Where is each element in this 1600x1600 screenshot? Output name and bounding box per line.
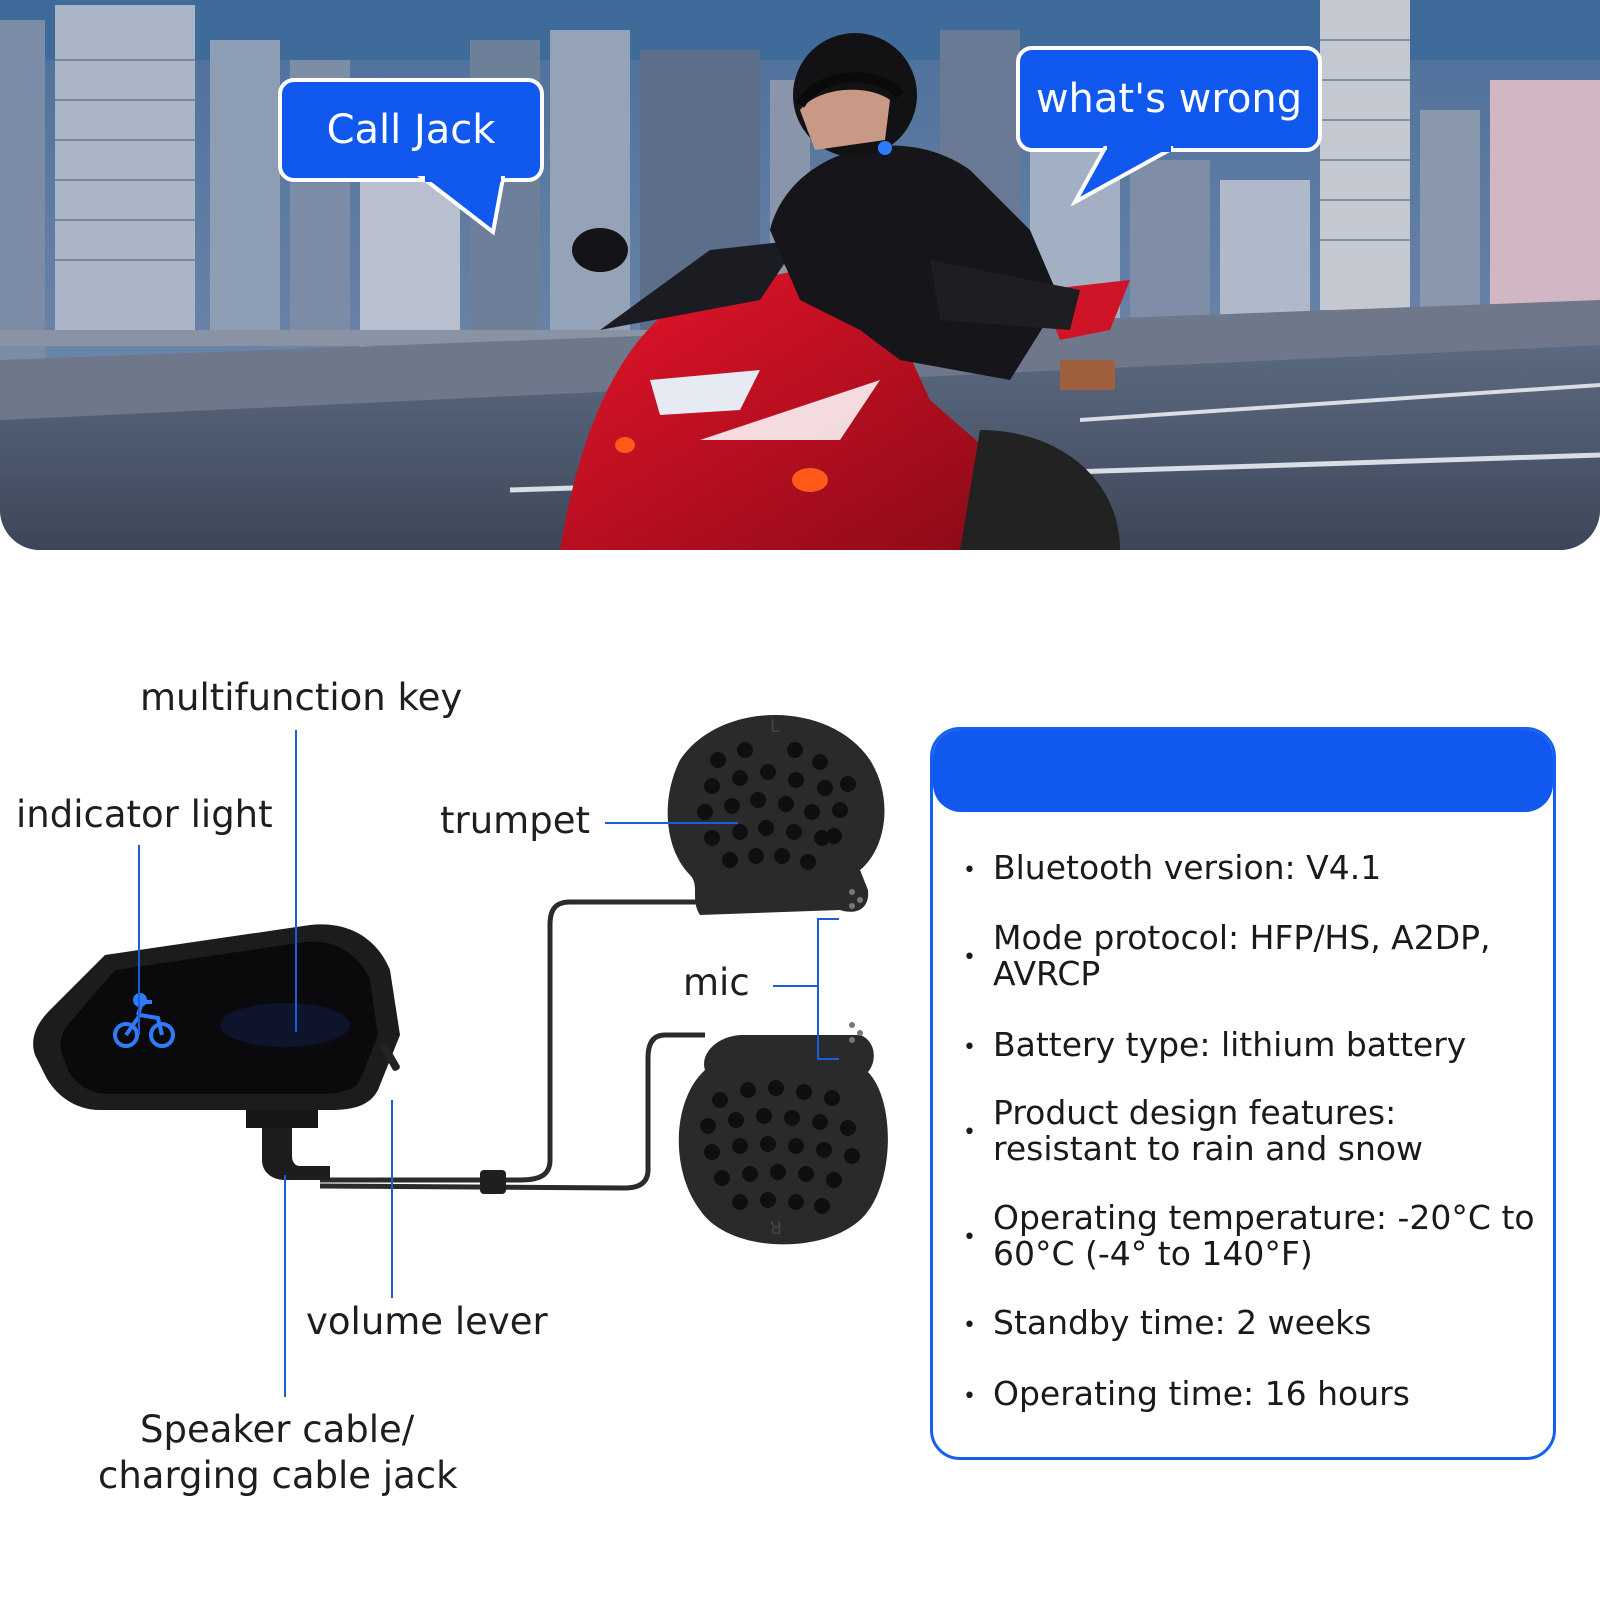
label-volume-lever: volume lever	[306, 1300, 548, 1343]
label-multifunction-key: multifunction key	[140, 676, 463, 719]
leader-mic-horizontal	[773, 985, 818, 987]
bullet-dot-icon: •	[963, 858, 976, 883]
label-indicator-light: indicator light	[16, 793, 273, 836]
leader-mic-vertical	[817, 918, 819, 1060]
spec-operating-temperature: Operating temperature: -20°C to 60°C (-4…	[993, 1198, 1535, 1273]
leader-multifunction-key	[295, 730, 297, 1032]
bullet-dot-icon: •	[963, 1120, 976, 1145]
label-speaker-cable-line2: charging cable jack	[98, 1454, 458, 1497]
spec-operating-time: Operating time: 16 hours	[993, 1374, 1410, 1413]
cable-clip	[480, 1170, 506, 1194]
leader-volume-lever	[391, 1100, 393, 1298]
speech-bubble-left-text: Call Jack	[326, 107, 496, 153]
spec-battery-type: Battery type: lithium battery	[993, 1025, 1467, 1064]
speech-bubble-right-text: what's wrong	[1035, 76, 1303, 122]
speaker-right-mark: R	[769, 1216, 782, 1237]
bullet-dot-icon: •	[963, 1384, 976, 1409]
speaker-right: R	[678, 1022, 888, 1245]
speaker-left: L	[667, 715, 885, 915]
speaker-left-mark: L	[770, 716, 780, 737]
spec-mode-protocol: Mode protocol: HFP/HS, A2DP, AVRCP	[993, 918, 1491, 993]
spec-bluetooth-version: Bluetooth version: V4.1	[993, 848, 1382, 887]
leader-mic-top	[817, 918, 839, 920]
rider	[770, 33, 1080, 380]
bullet-dot-icon: •	[963, 1313, 976, 1338]
city-road-scene	[0, 0, 1600, 550]
motorcycle-indicator-icon	[113, 993, 175, 1048]
speech-bubble-left: Call Jack	[278, 78, 544, 182]
speaker-cables	[319, 899, 705, 1191]
bullet-dot-icon: •	[963, 1035, 976, 1060]
spec-standby-time: Standby time: 2 weeks	[993, 1303, 1372, 1342]
label-speaker-cable-line1: Speaker cable/	[140, 1408, 415, 1451]
speech-bubble-left-tail	[417, 176, 505, 236]
speech-bubble-right: what's wrong	[1016, 46, 1322, 152]
leader-speaker-cable	[284, 1175, 286, 1397]
bullet-dot-icon: •	[963, 945, 976, 970]
leader-mic-bottom	[817, 1058, 839, 1060]
leader-trumpet	[605, 822, 738, 824]
product-diagram: L R	[33, 715, 888, 1245]
label-trumpet: trumpet	[440, 799, 590, 842]
specs-header-bar	[933, 730, 1553, 812]
label-mic: mic	[683, 961, 750, 1004]
bullet-dot-icon: •	[963, 1225, 976, 1250]
hero-photo: Call Jack what's wrong	[0, 0, 1600, 550]
intercom-unit	[33, 924, 400, 1180]
speech-bubble-right-tail	[1070, 146, 1174, 206]
leader-indicator-light	[138, 845, 140, 1035]
spec-design-features: Product design features: resistant to ra…	[993, 1093, 1424, 1168]
specs-panel: • Bluetooth version: V4.1 • Mode protoco…	[930, 727, 1556, 1460]
